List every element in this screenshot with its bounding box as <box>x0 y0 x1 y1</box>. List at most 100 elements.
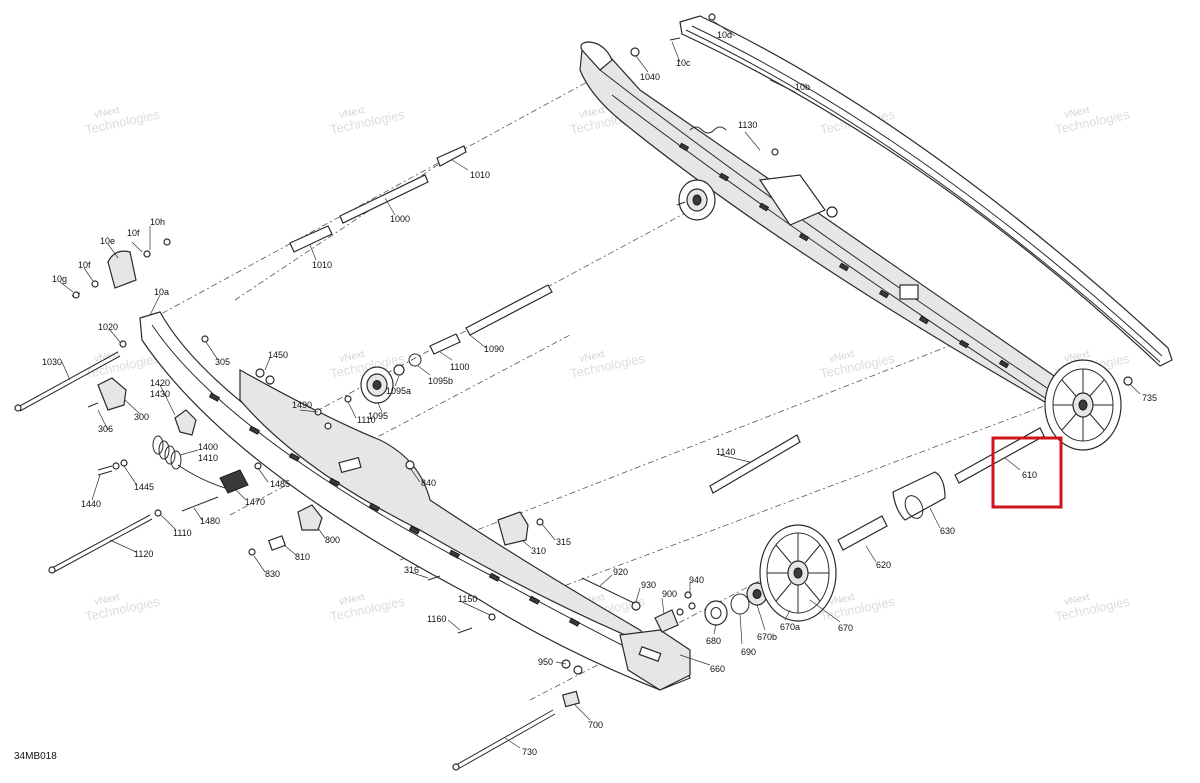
cap-10e <box>107 250 137 289</box>
label-1090: 1090 <box>484 344 504 354</box>
label-840: 840 <box>421 478 436 488</box>
svg-text:vNext: vNext <box>578 105 606 121</box>
rear-wheel-right <box>1044 359 1133 451</box>
label-1160: 1160 <box>427 614 446 624</box>
label-1020: 1020 <box>98 322 118 332</box>
svg-text:vNext: vNext <box>1063 105 1091 121</box>
label-810: 810 <box>295 552 310 562</box>
label-1480: 1480 <box>200 516 220 526</box>
label-620: 620 <box>876 560 891 570</box>
svg-text:vNext: vNext <box>578 349 606 365</box>
label-10b: 10b <box>795 82 810 92</box>
idler-wheel-upper <box>676 179 716 221</box>
label-1095b: 1095b <box>428 376 453 386</box>
label-1470: 1470 <box>245 497 265 507</box>
label-10g: 10g <box>52 274 67 284</box>
svg-text:vNext: vNext <box>338 349 366 365</box>
label-1150: 1150 <box>458 594 477 604</box>
label-10h: 10h <box>150 217 165 227</box>
label-670: 670 <box>838 623 853 633</box>
right-suspension-rail <box>579 13 1071 406</box>
label-10f: 10f <box>127 228 140 238</box>
label-315: 315 <box>556 537 571 547</box>
label-1010-lower: 1010 <box>312 260 332 270</box>
svg-text:vNext: vNext <box>93 349 121 365</box>
svg-text:vNext: vNext <box>338 105 366 121</box>
label-10f-lower: 10f <box>78 260 91 270</box>
label-900: 900 <box>662 589 677 599</box>
watermark: vNext Technologies <box>84 105 162 137</box>
label-670a: 670a <box>780 622 800 632</box>
label-1130: 1130 <box>738 120 757 130</box>
watermark: vNext Technologies <box>1054 592 1132 624</box>
label-670b: 670b <box>757 632 777 642</box>
watermark: vNext Technologies <box>329 105 407 137</box>
label-1490: 1490 <box>292 400 312 410</box>
label-10c: 10c <box>676 58 691 68</box>
watermark: vNext Technologies <box>1054 105 1132 137</box>
label-1410: 1410 <box>198 453 218 463</box>
left-hardware <box>14 238 415 574</box>
label-735: 735 <box>1142 393 1157 403</box>
label-930: 930 <box>641 580 656 590</box>
left-suspension-rail-10a <box>139 311 691 691</box>
rail-block <box>899 284 919 300</box>
label-1110-lower: 1110 <box>173 528 192 538</box>
label-660: 660 <box>710 664 725 674</box>
svg-text:vNext: vNext <box>828 592 856 608</box>
label-1420: 1420 <box>150 378 170 388</box>
label-306: 306 <box>98 424 113 434</box>
label-310: 310 <box>531 546 546 556</box>
label-1430: 1430 <box>150 389 170 399</box>
label-1140: 1140 <box>716 447 735 457</box>
svg-text:vNext: vNext <box>338 592 366 608</box>
label-800: 800 <box>325 535 340 545</box>
diagram-code: 34MB018 <box>14 751 57 762</box>
label-1095: 1095 <box>368 411 388 421</box>
label-1110: 1110 <box>357 415 376 425</box>
label-1485: 1485 <box>270 479 290 489</box>
svg-text:vNext: vNext <box>828 349 856 365</box>
watermark: vNext Technologies <box>84 592 162 624</box>
label-316: 316 <box>404 565 419 575</box>
label-1030: 1030 <box>42 357 62 367</box>
label-1010: 1010 <box>470 170 490 180</box>
label-1440: 1440 <box>81 499 101 509</box>
label-630: 630 <box>940 526 955 536</box>
label-1100: 1100 <box>450 362 469 372</box>
highlight-box <box>991 436 1063 509</box>
label-1450: 1450 <box>268 350 288 360</box>
label-610: 610 <box>1022 470 1037 480</box>
rear-wheel-670 <box>759 524 837 622</box>
label-1095a: 1095a <box>386 386 411 396</box>
rail-slots-left <box>208 392 581 627</box>
label-920: 920 <box>613 567 628 577</box>
center-parts <box>289 145 1045 771</box>
watermark: vNext Technologies <box>569 349 647 381</box>
idler-wheel-1095 <box>360 366 394 404</box>
label-1040: 1040 <box>640 72 660 82</box>
leader-lines <box>59 19 1141 749</box>
label-690: 690 <box>741 647 756 657</box>
rail-slots <box>678 142 1010 369</box>
slide-rail-10b <box>679 15 1173 367</box>
svg-text:vNext: vNext <box>93 105 121 121</box>
label-680: 680 <box>706 636 721 646</box>
label-10d: 10d <box>717 30 732 40</box>
part-labels: 10d 10c 1040 10b 1130 1010 1000 1010 10h… <box>42 30 1157 757</box>
label-1120: 1120 <box>134 549 153 559</box>
label-940: 940 <box>689 575 704 585</box>
label-305: 305 <box>215 357 230 367</box>
label-10e: 10e <box>100 236 115 246</box>
label-1445: 1445 <box>134 482 154 492</box>
label-1400: 1400 <box>198 442 218 452</box>
label-10a: 10a <box>154 287 169 297</box>
watermark: vNext Technologies <box>819 349 897 381</box>
label-950: 950 <box>538 657 553 667</box>
spring-1400 <box>152 435 226 489</box>
label-300: 300 <box>134 412 149 422</box>
label-730: 730 <box>522 747 537 757</box>
label-700: 700 <box>588 720 603 730</box>
